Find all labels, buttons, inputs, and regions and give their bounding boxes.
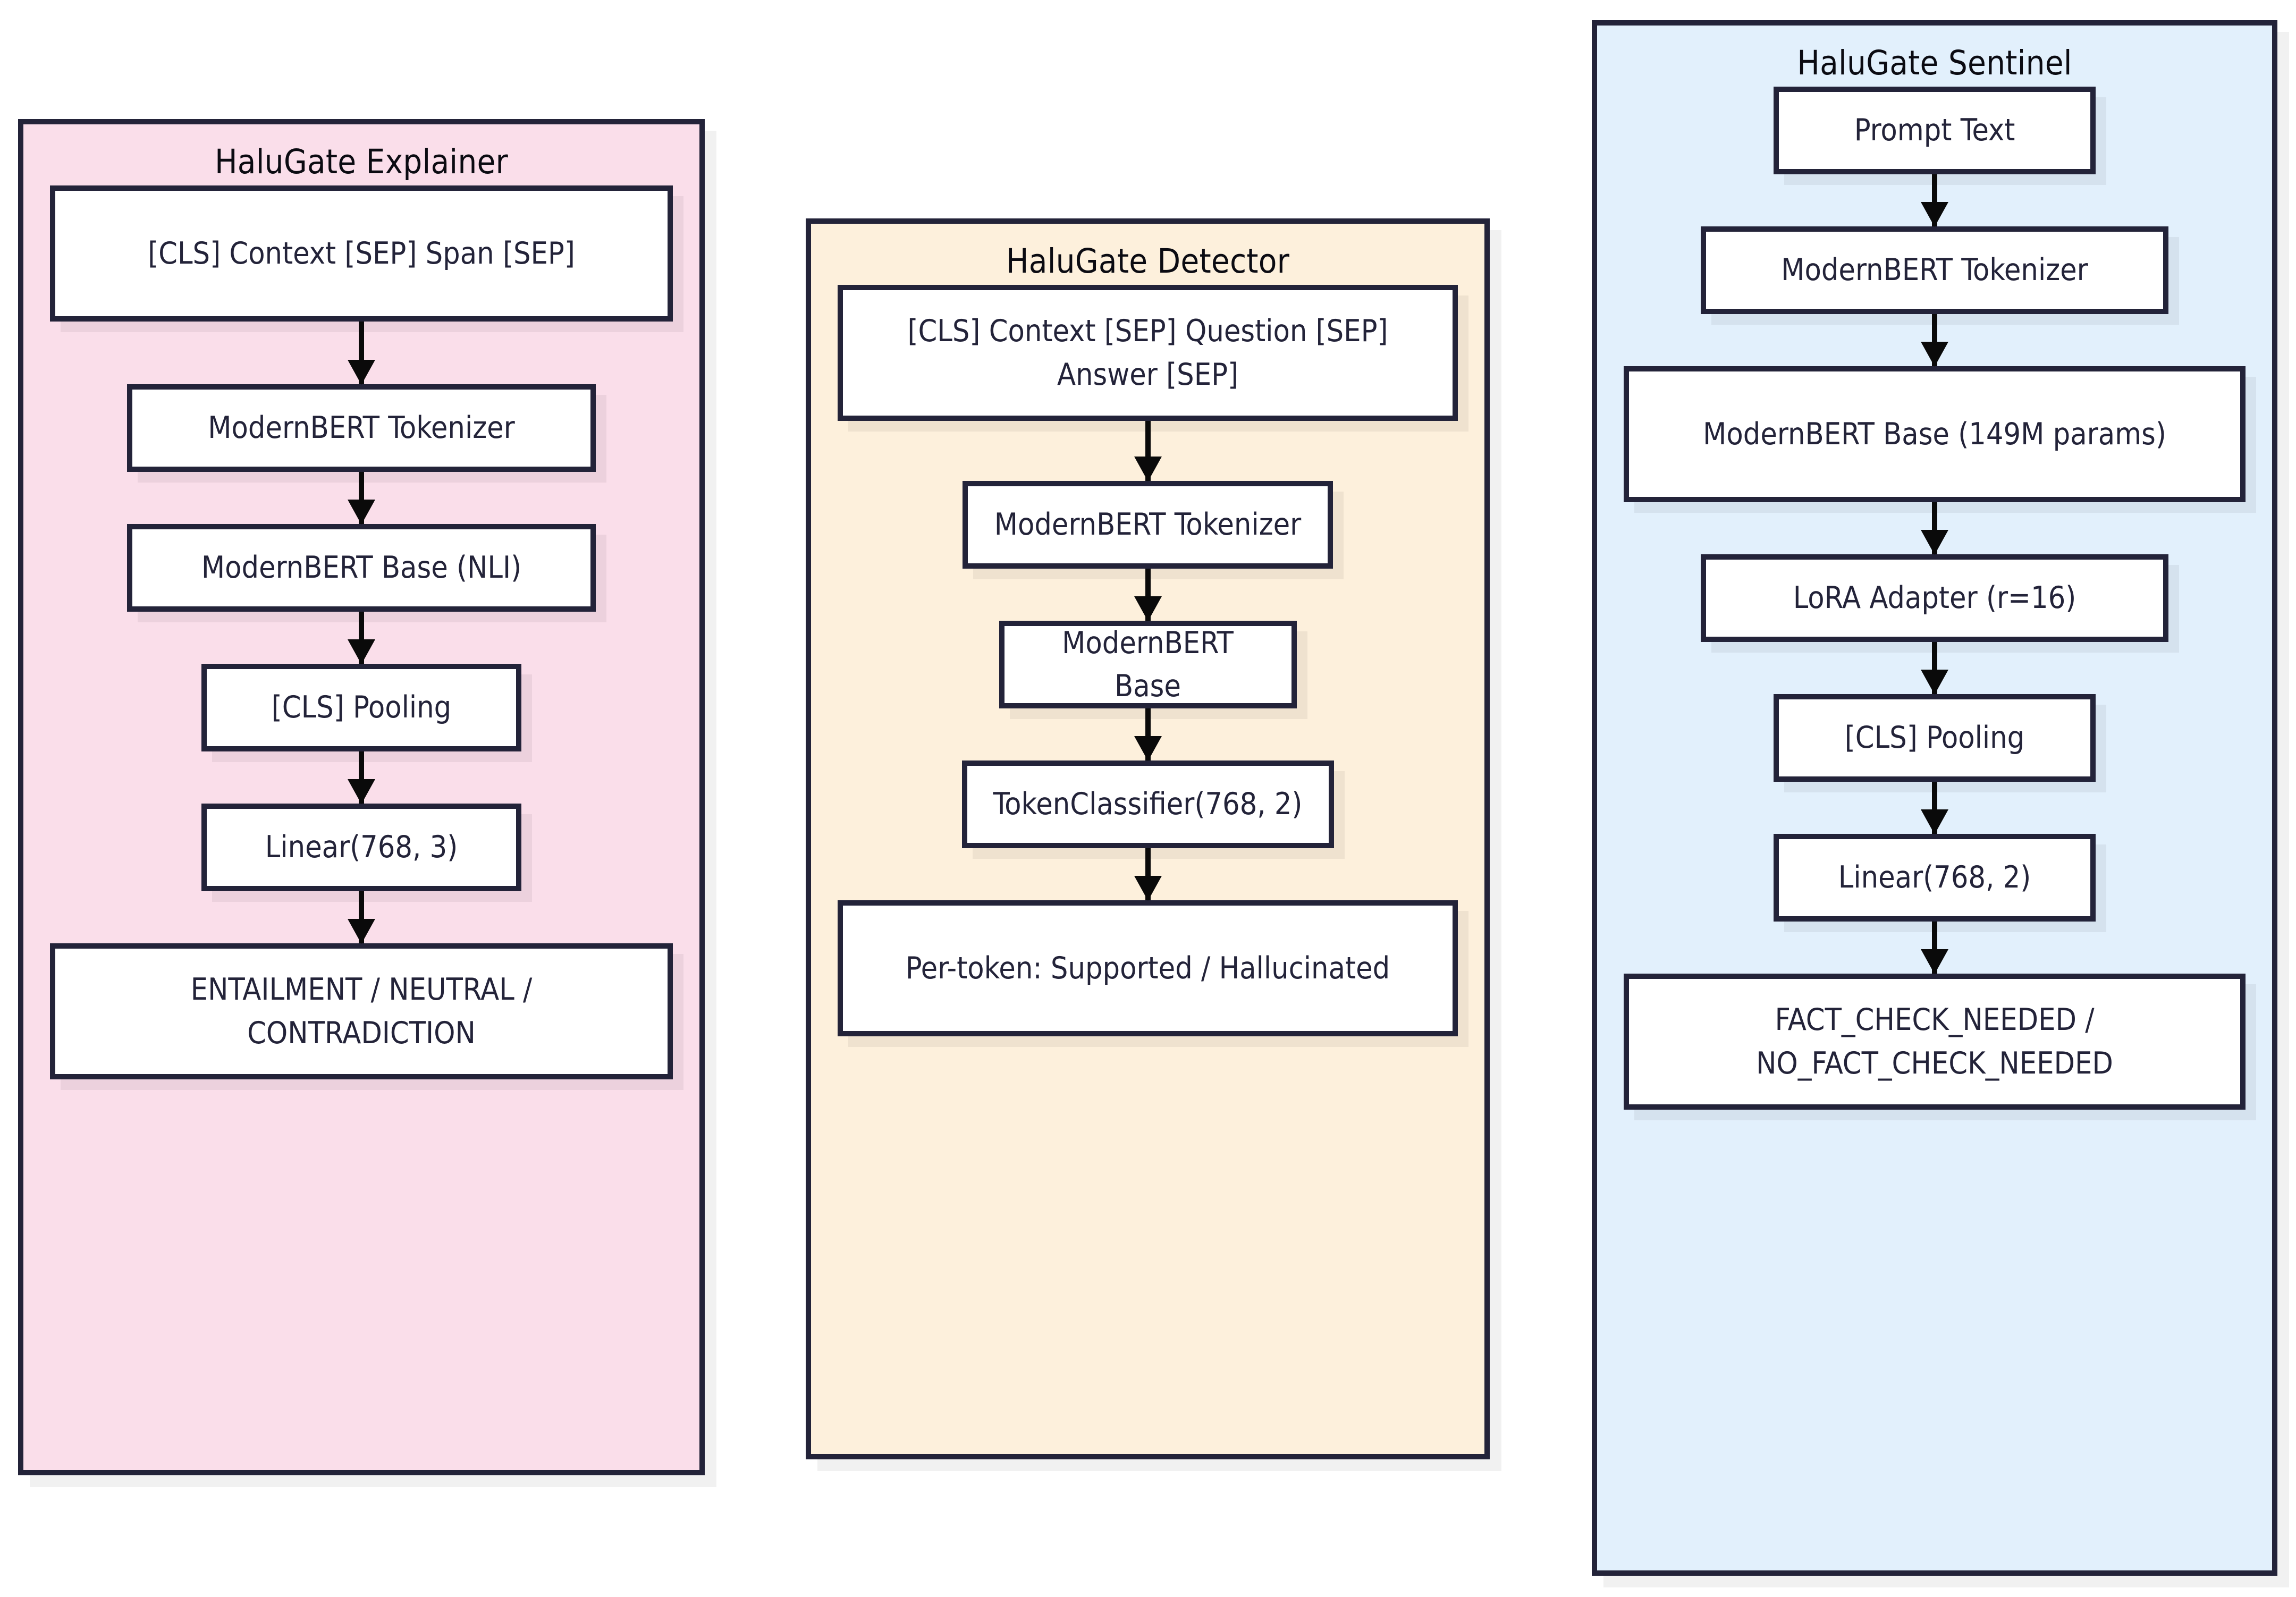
node-explainer-base[interactable]: ModernBERT Base (NLI) bbox=[127, 524, 596, 612]
flow-sentinel: Prompt Text ModernBERT Tokenizer ModernB… bbox=[1624, 87, 2246, 1110]
node-sentinel-pooling[interactable]: [CLS] Pooling bbox=[1774, 694, 2096, 782]
arrow-explainer-2 bbox=[359, 472, 364, 525]
arrow-detector-1 bbox=[1145, 421, 1151, 481]
node-explainer-tokenizer[interactable]: ModernBERT Tokenizer bbox=[127, 384, 596, 472]
arrow-explainer-4 bbox=[359, 751, 364, 804]
node-sentinel-tokenizer[interactable]: ModernBERT Tokenizer bbox=[1701, 226, 2168, 315]
flow-explainer: [CLS] Context [SEP] Span [SEP] ModernBER… bbox=[50, 185, 673, 1080]
arrow-sentinel-1 bbox=[1932, 174, 1937, 227]
node-detector-input[interactable]: [CLS] Context [SEP] Question [SEP] Answe… bbox=[838, 285, 1458, 421]
arrow-sentinel-6 bbox=[1932, 922, 1937, 974]
arrow-explainer-3 bbox=[359, 612, 364, 664]
node-detector-output[interactable]: Per-token: Supported / Hallucinated bbox=[838, 900, 1458, 1037]
arrow-sentinel-4 bbox=[1932, 642, 1937, 695]
node-explainer-output[interactable]: ENTAILMENT / NEUTRAL / CONTRADICTION bbox=[50, 943, 673, 1080]
subgraph-title-detector: HaluGate Detector bbox=[1006, 242, 1290, 281]
node-detector-base[interactable]: ModernBERT Base bbox=[999, 621, 1297, 709]
arrow-sentinel-3 bbox=[1932, 502, 1937, 555]
flow-detector: [CLS] Context [SEP] Question [SEP] Answe… bbox=[838, 285, 1458, 1037]
subgraph-halugate-explainer: HaluGate Explainer [CLS] Context [SEP] S… bbox=[18, 119, 705, 1475]
node-explainer-pooling[interactable]: [CLS] Pooling bbox=[201, 664, 521, 752]
arrow-explainer-1 bbox=[359, 322, 364, 385]
arrow-detector-2 bbox=[1145, 569, 1151, 621]
node-detector-tokenclassifier[interactable]: TokenClassifier(768, 2) bbox=[961, 761, 1334, 849]
subgraph-title-sentinel: HaluGate Sentinel bbox=[1797, 44, 2072, 82]
node-sentinel-base[interactable]: ModernBERT Base (149M params) bbox=[1624, 366, 2246, 503]
subgraph-title-explainer: HaluGate Explainer bbox=[214, 142, 509, 181]
node-detector-tokenizer[interactable]: ModernBERT Tokenizer bbox=[963, 481, 1333, 569]
arrow-detector-4 bbox=[1145, 848, 1151, 901]
arrow-sentinel-2 bbox=[1932, 314, 1937, 367]
node-explainer-input[interactable]: [CLS] Context [SEP] Span [SEP] bbox=[50, 185, 673, 322]
arrow-explainer-5 bbox=[359, 891, 364, 944]
node-sentinel-linear[interactable]: Linear(768, 2) bbox=[1774, 834, 2096, 922]
node-sentinel-lora[interactable]: LoRA Adapter (r=16) bbox=[1701, 554, 2168, 643]
node-explainer-linear[interactable]: Linear(768, 3) bbox=[201, 804, 521, 892]
subgraph-halugate-sentinel: HaluGate Sentinel Prompt Text ModernBERT… bbox=[1592, 20, 2277, 1576]
node-sentinel-prompt-text[interactable]: Prompt Text bbox=[1774, 87, 2096, 175]
node-sentinel-output[interactable]: FACT_CHECK_NEEDED / NO_FACT_CHECK_NEEDED bbox=[1624, 974, 2246, 1110]
arrow-detector-3 bbox=[1145, 708, 1151, 761]
arrow-sentinel-5 bbox=[1932, 782, 1937, 834]
subgraph-halugate-detector: HaluGate Detector [CLS] Context [SEP] Qu… bbox=[806, 218, 1490, 1459]
